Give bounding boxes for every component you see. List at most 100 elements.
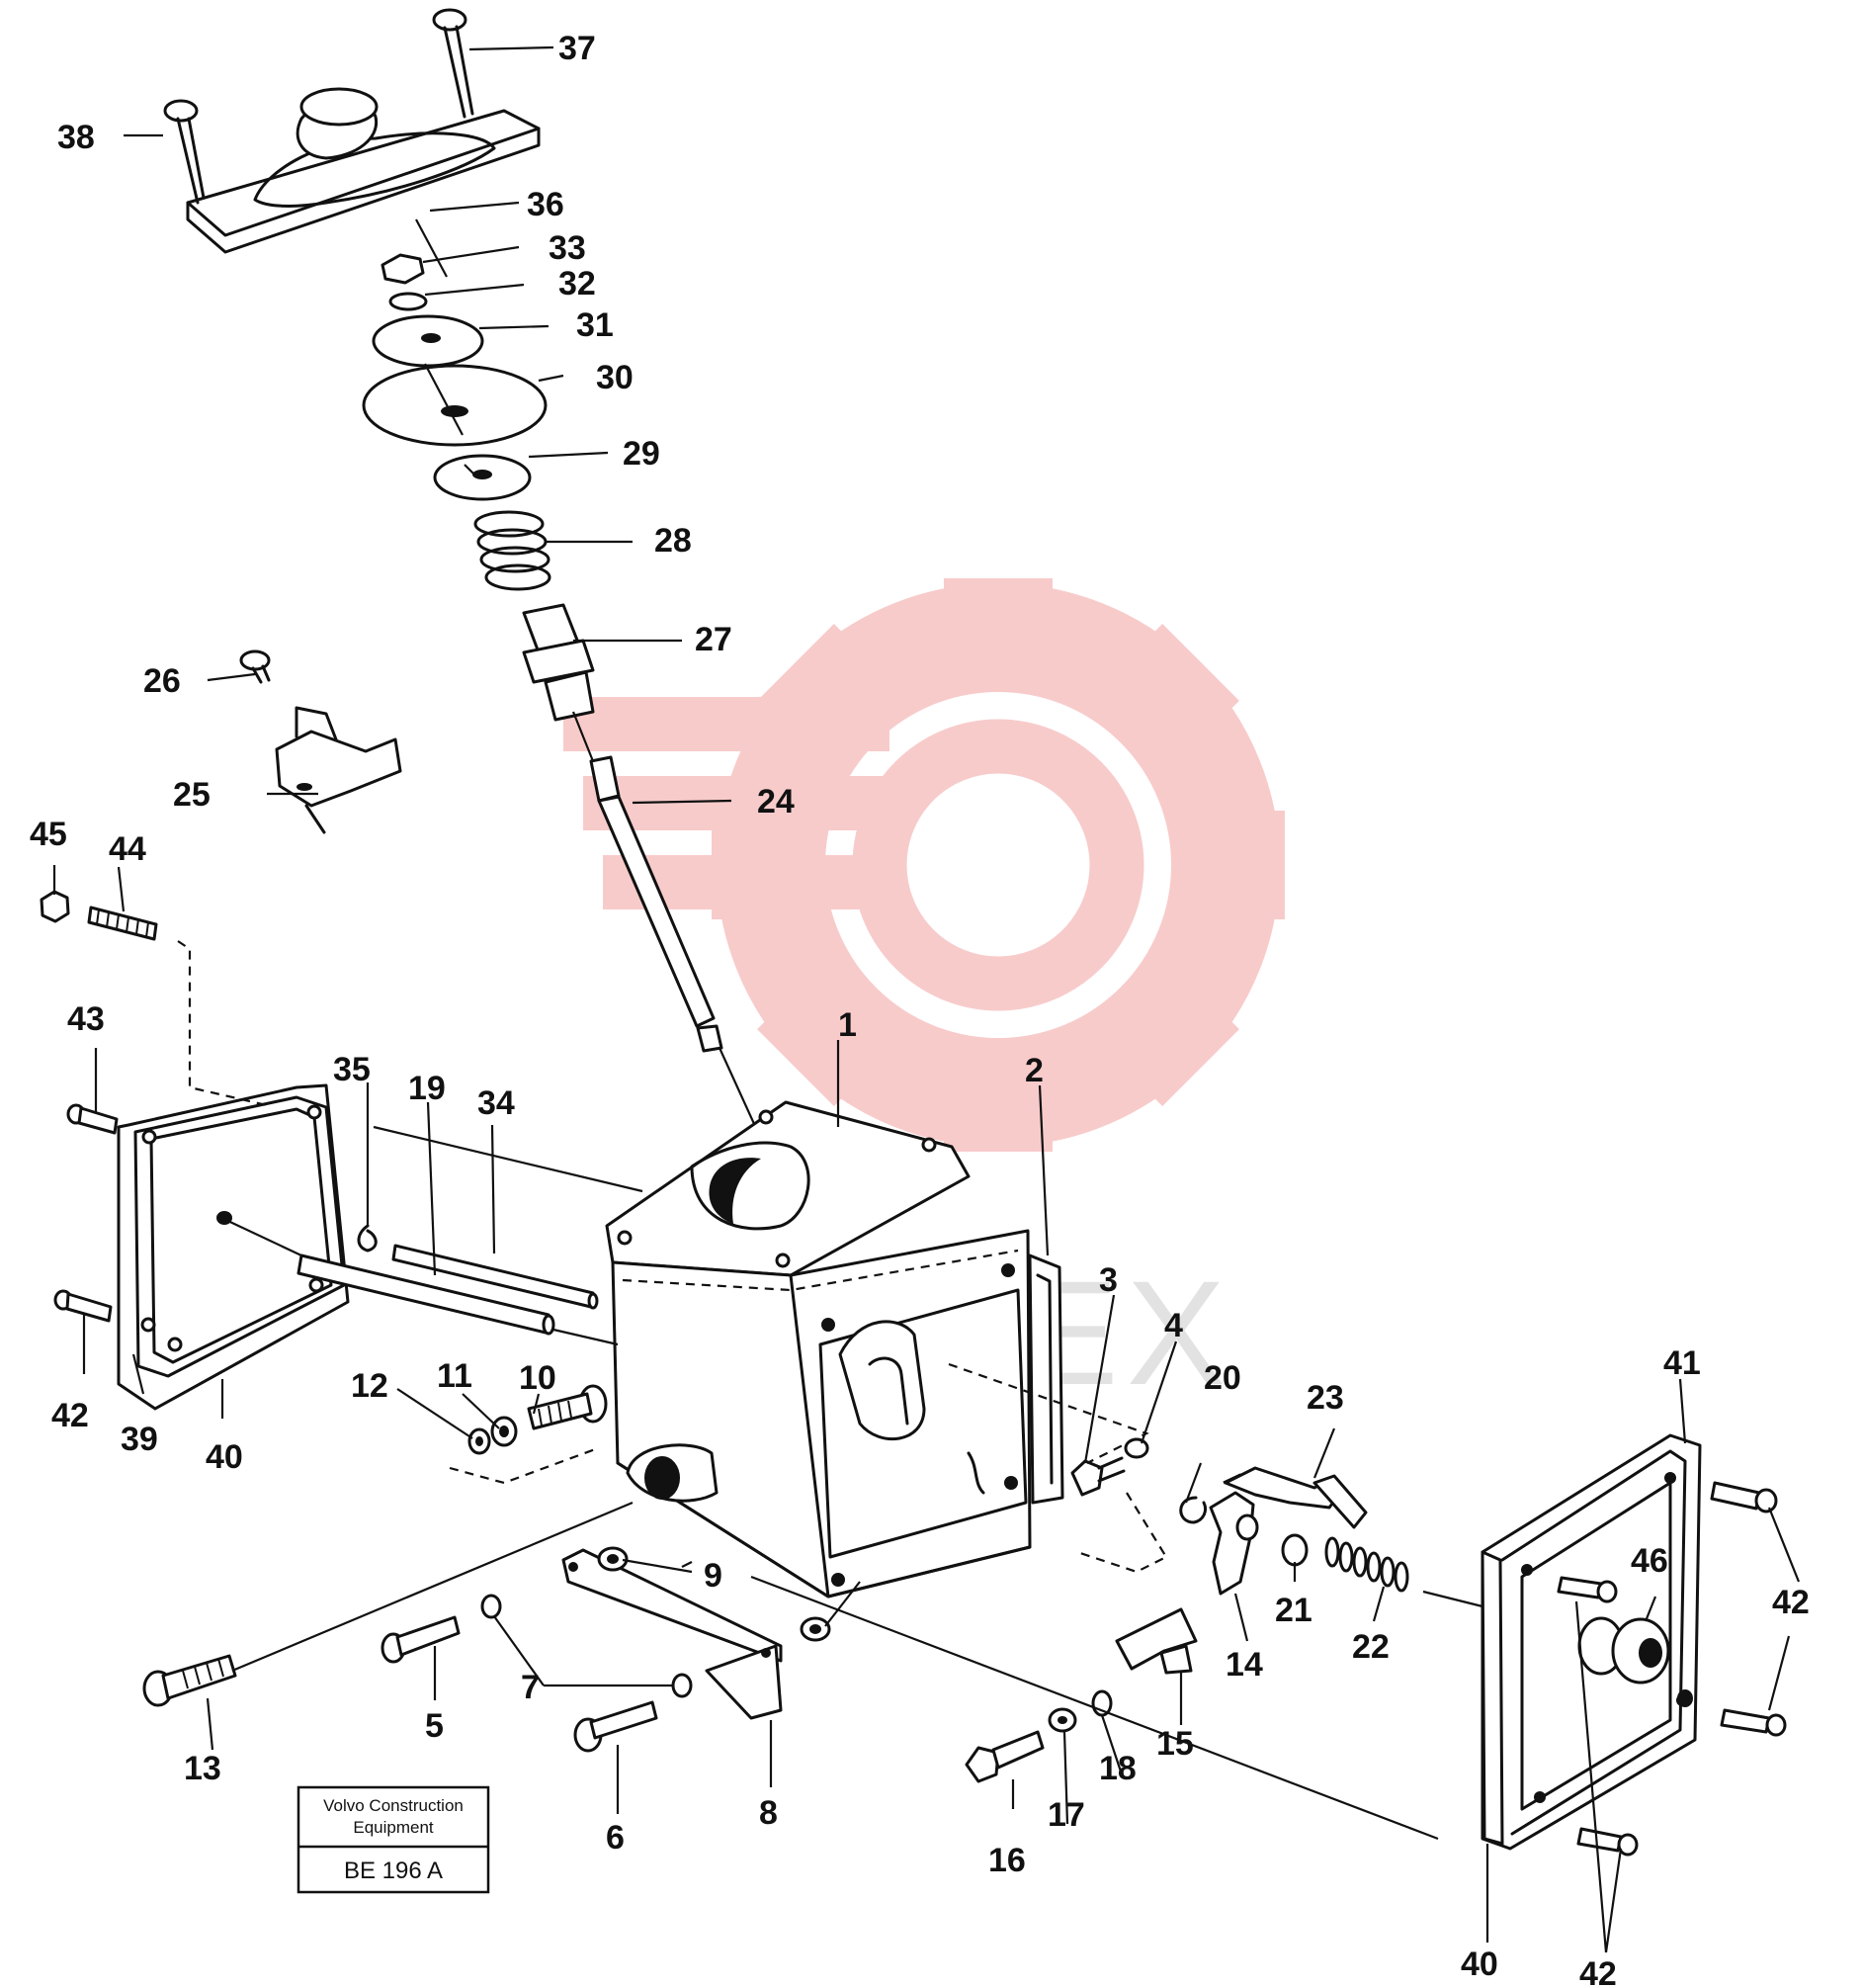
callout-44: 44 [109,830,146,868]
callout-10: 10 [519,1359,556,1397]
part-washer-9a [597,1546,629,1572]
callout-12: 12 [351,1367,388,1405]
screw-42-left-icon [53,1289,113,1323]
callout-26: 26 [143,662,181,700]
callout-31: 31 [576,306,614,344]
callout-45: 45 [30,816,67,853]
callout-37: 37 [558,30,596,67]
callout-7: 7 [521,1669,540,1706]
part-shaft-19 [296,1253,555,1336]
callout-1: 1 [838,1006,857,1044]
part-disc-30 [362,364,548,447]
part-washer-7b [671,1673,693,1698]
callout-labels: 1 2 3 4 5 6 7 8 9 10 11 12 13 14 15 16 1… [30,30,1810,1988]
stamp-line-2: Equipment [353,1818,434,1837]
part-washer-31 [372,314,484,368]
part-nut-45 [40,890,70,923]
callout-46: 46 [1631,1542,1668,1580]
screw-42-right-bottom-icon [1576,1827,1639,1857]
callout-8: 8 [759,1794,778,1832]
part-knob-46 [1577,1616,1670,1685]
callout-22: 22 [1352,1628,1390,1666]
callout-23: 23 [1307,1379,1344,1417]
callout-16: 16 [988,1842,1026,1879]
callout-35: 35 [333,1051,371,1088]
callout-17: 17 [1048,1796,1085,1834]
callout-3: 3 [1099,1261,1118,1299]
screw-42-right-top-icon [1710,1481,1778,1513]
callout-13: 13 [184,1750,221,1787]
callout-40-right: 40 [1461,1945,1498,1983]
callout-27: 27 [695,621,732,658]
callout-5: 5 [425,1707,444,1745]
part-bracket-8 [561,1548,783,1720]
part-washer-17 [1048,1707,1077,1733]
part-housing-1 [605,1100,1064,1599]
callout-43: 43 [67,1000,105,1038]
callout-20: 20 [1204,1359,1241,1397]
callout-38: 38 [57,119,95,156]
part-lock-20 [1179,1496,1208,1524]
pin-26-icon [239,649,271,684]
part-nut-33 [381,253,425,285]
part-washer-9b [800,1616,831,1642]
part-bracket-25 [275,706,402,834]
part-washer-21 [1281,1533,1309,1567]
part-washer-7a [480,1594,502,1619]
watermark-gear-icon [563,578,1285,1152]
part-washer-32 [388,292,428,311]
part-clip-35 [357,1224,378,1253]
part-screw-10 [527,1384,608,1430]
callout-2: 2 [1025,1052,1044,1089]
callout-42-right: 42 [1772,1584,1810,1621]
part-boot-cover [186,87,541,254]
screw-42-right-mid-icon [1557,1576,1618,1603]
screw-37-icon [432,8,474,119]
callout-33: 33 [549,229,586,267]
part-spring-28 [473,510,551,591]
part-screw-3 [1070,1456,1126,1497]
part-spring-22 [1324,1536,1409,1593]
screw-43-icon [66,1103,119,1135]
callout-42-left: 42 [51,1397,89,1434]
callout-34: 34 [477,1084,515,1122]
part-washer-11 [490,1416,518,1447]
assembly-lines [177,218,1483,1841]
part-screw-5 [381,1615,461,1664]
callout-29: 29 [623,435,660,473]
part-bracket-15 [1115,1607,1198,1675]
part-washer-12 [467,1427,491,1455]
callout-36: 36 [527,186,564,223]
callout-41: 41 [1663,1344,1701,1382]
callout-19: 19 [408,1070,446,1107]
part-left-cover-39-40 [117,1083,350,1411]
part-screw-44 [87,906,158,941]
part-plate-23 [1224,1466,1368,1529]
part-screw-16 [965,1730,1045,1783]
callout-4: 4 [1164,1307,1183,1344]
drawing-stamp: Volvo Construction Equipment BE 196 A [296,1785,490,1894]
callout-30: 30 [596,359,634,396]
part-shaft-34 [391,1244,599,1310]
leader-lines [52,45,1801,1953]
callout-11: 11 [437,1357,472,1395]
callout-15: 15 [1156,1725,1194,1763]
callout-21: 21 [1275,1592,1312,1629]
part-screw-6 [573,1700,658,1753]
callout-24: 24 [757,783,795,821]
callout-6: 6 [606,1819,625,1857]
screw-42-right-low-icon [1720,1708,1787,1737]
stamp-line-1: Volvo Construction [323,1796,464,1815]
callout-9: 9 [704,1557,722,1595]
screw-38-icon [163,99,206,205]
callout-40-left: 40 [206,1438,243,1476]
stamp-code: BE 196 A [344,1858,443,1884]
callout-39: 39 [121,1421,158,1458]
callout-25: 25 [173,776,211,814]
callout-18: 18 [1099,1750,1137,1787]
callout-28: 28 [654,522,692,560]
callout-42-bottom: 42 [1579,1955,1617,1988]
callout-14: 14 [1226,1646,1263,1684]
callout-32: 32 [558,265,596,303]
